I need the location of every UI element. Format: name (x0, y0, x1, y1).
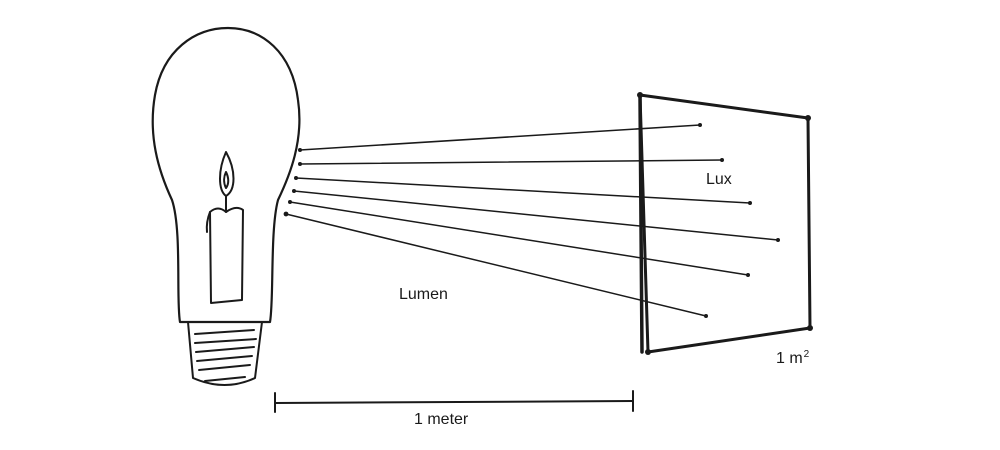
area-exponent: 2 (803, 349, 810, 360)
ray-1 (299, 124, 701, 151)
lumen-label: Lumen (399, 286, 448, 303)
light-bulb-icon (151, 26, 301, 386)
distance-label: 1 meter (414, 411, 469, 428)
ray-5 (289, 201, 749, 276)
candle-flame (219, 151, 235, 197)
area-label: 1 m2 (776, 350, 809, 367)
bulb-base (187, 321, 263, 386)
area-value: 1 m (776, 350, 803, 367)
ray-6 (285, 213, 707, 317)
candle-body (209, 206, 244, 304)
ray-3 (295, 177, 751, 204)
distance-indicator (274, 390, 634, 413)
light-rays (285, 124, 779, 317)
ray-4 (293, 190, 779, 241)
square-meter-surface (637, 92, 813, 355)
bulb-glass (151, 26, 301, 324)
ray-dots (283, 123, 780, 318)
candle-flame-icon (205, 151, 244, 304)
lux-label: Lux (706, 171, 732, 188)
ray-2 (299, 159, 723, 165)
